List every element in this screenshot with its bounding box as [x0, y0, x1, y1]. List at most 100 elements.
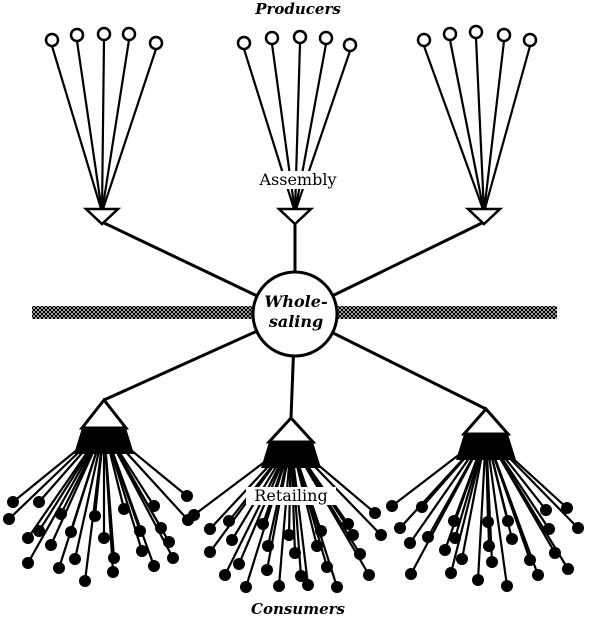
consumer-node: [181, 490, 193, 502]
consumer-node: [233, 558, 245, 570]
consumer-node: [262, 540, 274, 552]
consumer-node: [549, 547, 561, 559]
consumer-node: [501, 580, 513, 592]
consumer-node: [439, 544, 451, 556]
assembly-label: Assembly: [248, 171, 348, 189]
consumer-node: [79, 575, 91, 587]
producer-node: [121, 26, 137, 42]
consumer-node: [148, 560, 160, 572]
producer-line: [75, 40, 104, 213]
producer-line: [100, 48, 158, 213]
consumer-node: [354, 548, 366, 560]
consumer-node: [240, 581, 252, 593]
producer-node: [96, 26, 112, 42]
consumer-node: [219, 569, 231, 581]
wholesaling-circle: [251, 270, 339, 358]
producer-node: [496, 27, 512, 43]
consumer-node: [33, 525, 45, 537]
producer-node: [44, 32, 60, 48]
producer-node: [148, 35, 164, 51]
consumer-node: [572, 522, 584, 534]
producer-node: [522, 32, 538, 48]
wholesaling-label-line1: Whole-: [264, 292, 328, 311]
consumer-node: [257, 518, 269, 530]
consumer-node: [134, 525, 146, 537]
consumer-node: [445, 567, 457, 579]
producer-line: [448, 39, 486, 213]
consumer-node: [204, 523, 216, 535]
consumer-node: [223, 515, 235, 527]
consumer-nodes: [3, 490, 584, 593]
retail-triangle: [78, 397, 130, 430]
consumer-node: [375, 529, 387, 541]
consumer-node: [315, 525, 327, 537]
consumer-node: [543, 523, 555, 535]
consumer-node: [163, 536, 175, 548]
producer-nodes: [44, 24, 538, 53]
consumer-node: [65, 526, 77, 538]
consumer-node: [562, 563, 574, 575]
wholesaling-label-line2: saling: [268, 312, 324, 331]
consumer-node: [45, 539, 57, 551]
consumer-node: [204, 546, 216, 558]
consumer-node: [22, 532, 34, 544]
consumer-node: [386, 500, 398, 512]
consumer-fan-core: [261, 442, 321, 468]
retail-outlets: [78, 397, 512, 444]
assembly-points: [82, 207, 504, 226]
consumer-node: [155, 522, 167, 534]
consumer-node: [283, 529, 295, 541]
producer-node: [69, 27, 85, 43]
consumer-node: [167, 552, 179, 564]
producer-line: [50, 45, 104, 213]
consumer-node: [107, 566, 119, 578]
producer-node: [442, 26, 458, 42]
consumer-node: [261, 564, 273, 576]
consumer-node: [148, 500, 160, 512]
consumer-node: [321, 561, 333, 573]
consumer-node: [55, 508, 67, 520]
consumer-node: [136, 545, 148, 557]
consumer-node: [289, 547, 301, 559]
consumer-node: [486, 556, 498, 568]
consumer-node: [295, 570, 307, 582]
consumer-node: [532, 569, 544, 581]
consumer-fan-core: [456, 434, 516, 460]
producer-node: [318, 30, 334, 46]
consumer-node: [448, 515, 460, 527]
producer-lines: [50, 37, 532, 213]
retail-triangle: [460, 406, 512, 436]
consumer-node: [394, 522, 406, 534]
producers-label: Producers: [255, 0, 341, 18]
consumer-node: [422, 531, 434, 543]
retailing-label: Retailing: [246, 487, 336, 505]
retail-triangle: [265, 415, 317, 444]
consumer-node: [89, 510, 101, 522]
consumer-node: [405, 568, 417, 580]
consumer-node: [3, 513, 15, 525]
wholesaling-label: Whole- saling: [246, 292, 346, 332]
consumer-node: [416, 501, 428, 513]
producer-node: [468, 24, 484, 40]
producer-node: [236, 35, 252, 51]
consumer-node: [506, 533, 518, 545]
assembly-triangle: [464, 207, 504, 226]
producer-node: [416, 32, 432, 48]
consumer-node: [540, 504, 552, 516]
consumer-node: [561, 502, 573, 514]
consumer-node: [22, 557, 34, 569]
consumer-node: [404, 537, 416, 549]
consumer-node: [456, 553, 468, 565]
consumer-node: [188, 509, 200, 521]
consumer-node: [53, 562, 65, 574]
consumer-node: [273, 580, 285, 592]
consumer-node: [33, 496, 45, 508]
consumer-node: [524, 554, 536, 566]
consumer-node: [483, 540, 495, 552]
consumer-node: [311, 540, 323, 552]
consumer-node: [331, 581, 343, 593]
producer-line: [482, 40, 506, 213]
consumer-node: [108, 552, 120, 564]
consumer-node: [69, 553, 81, 565]
